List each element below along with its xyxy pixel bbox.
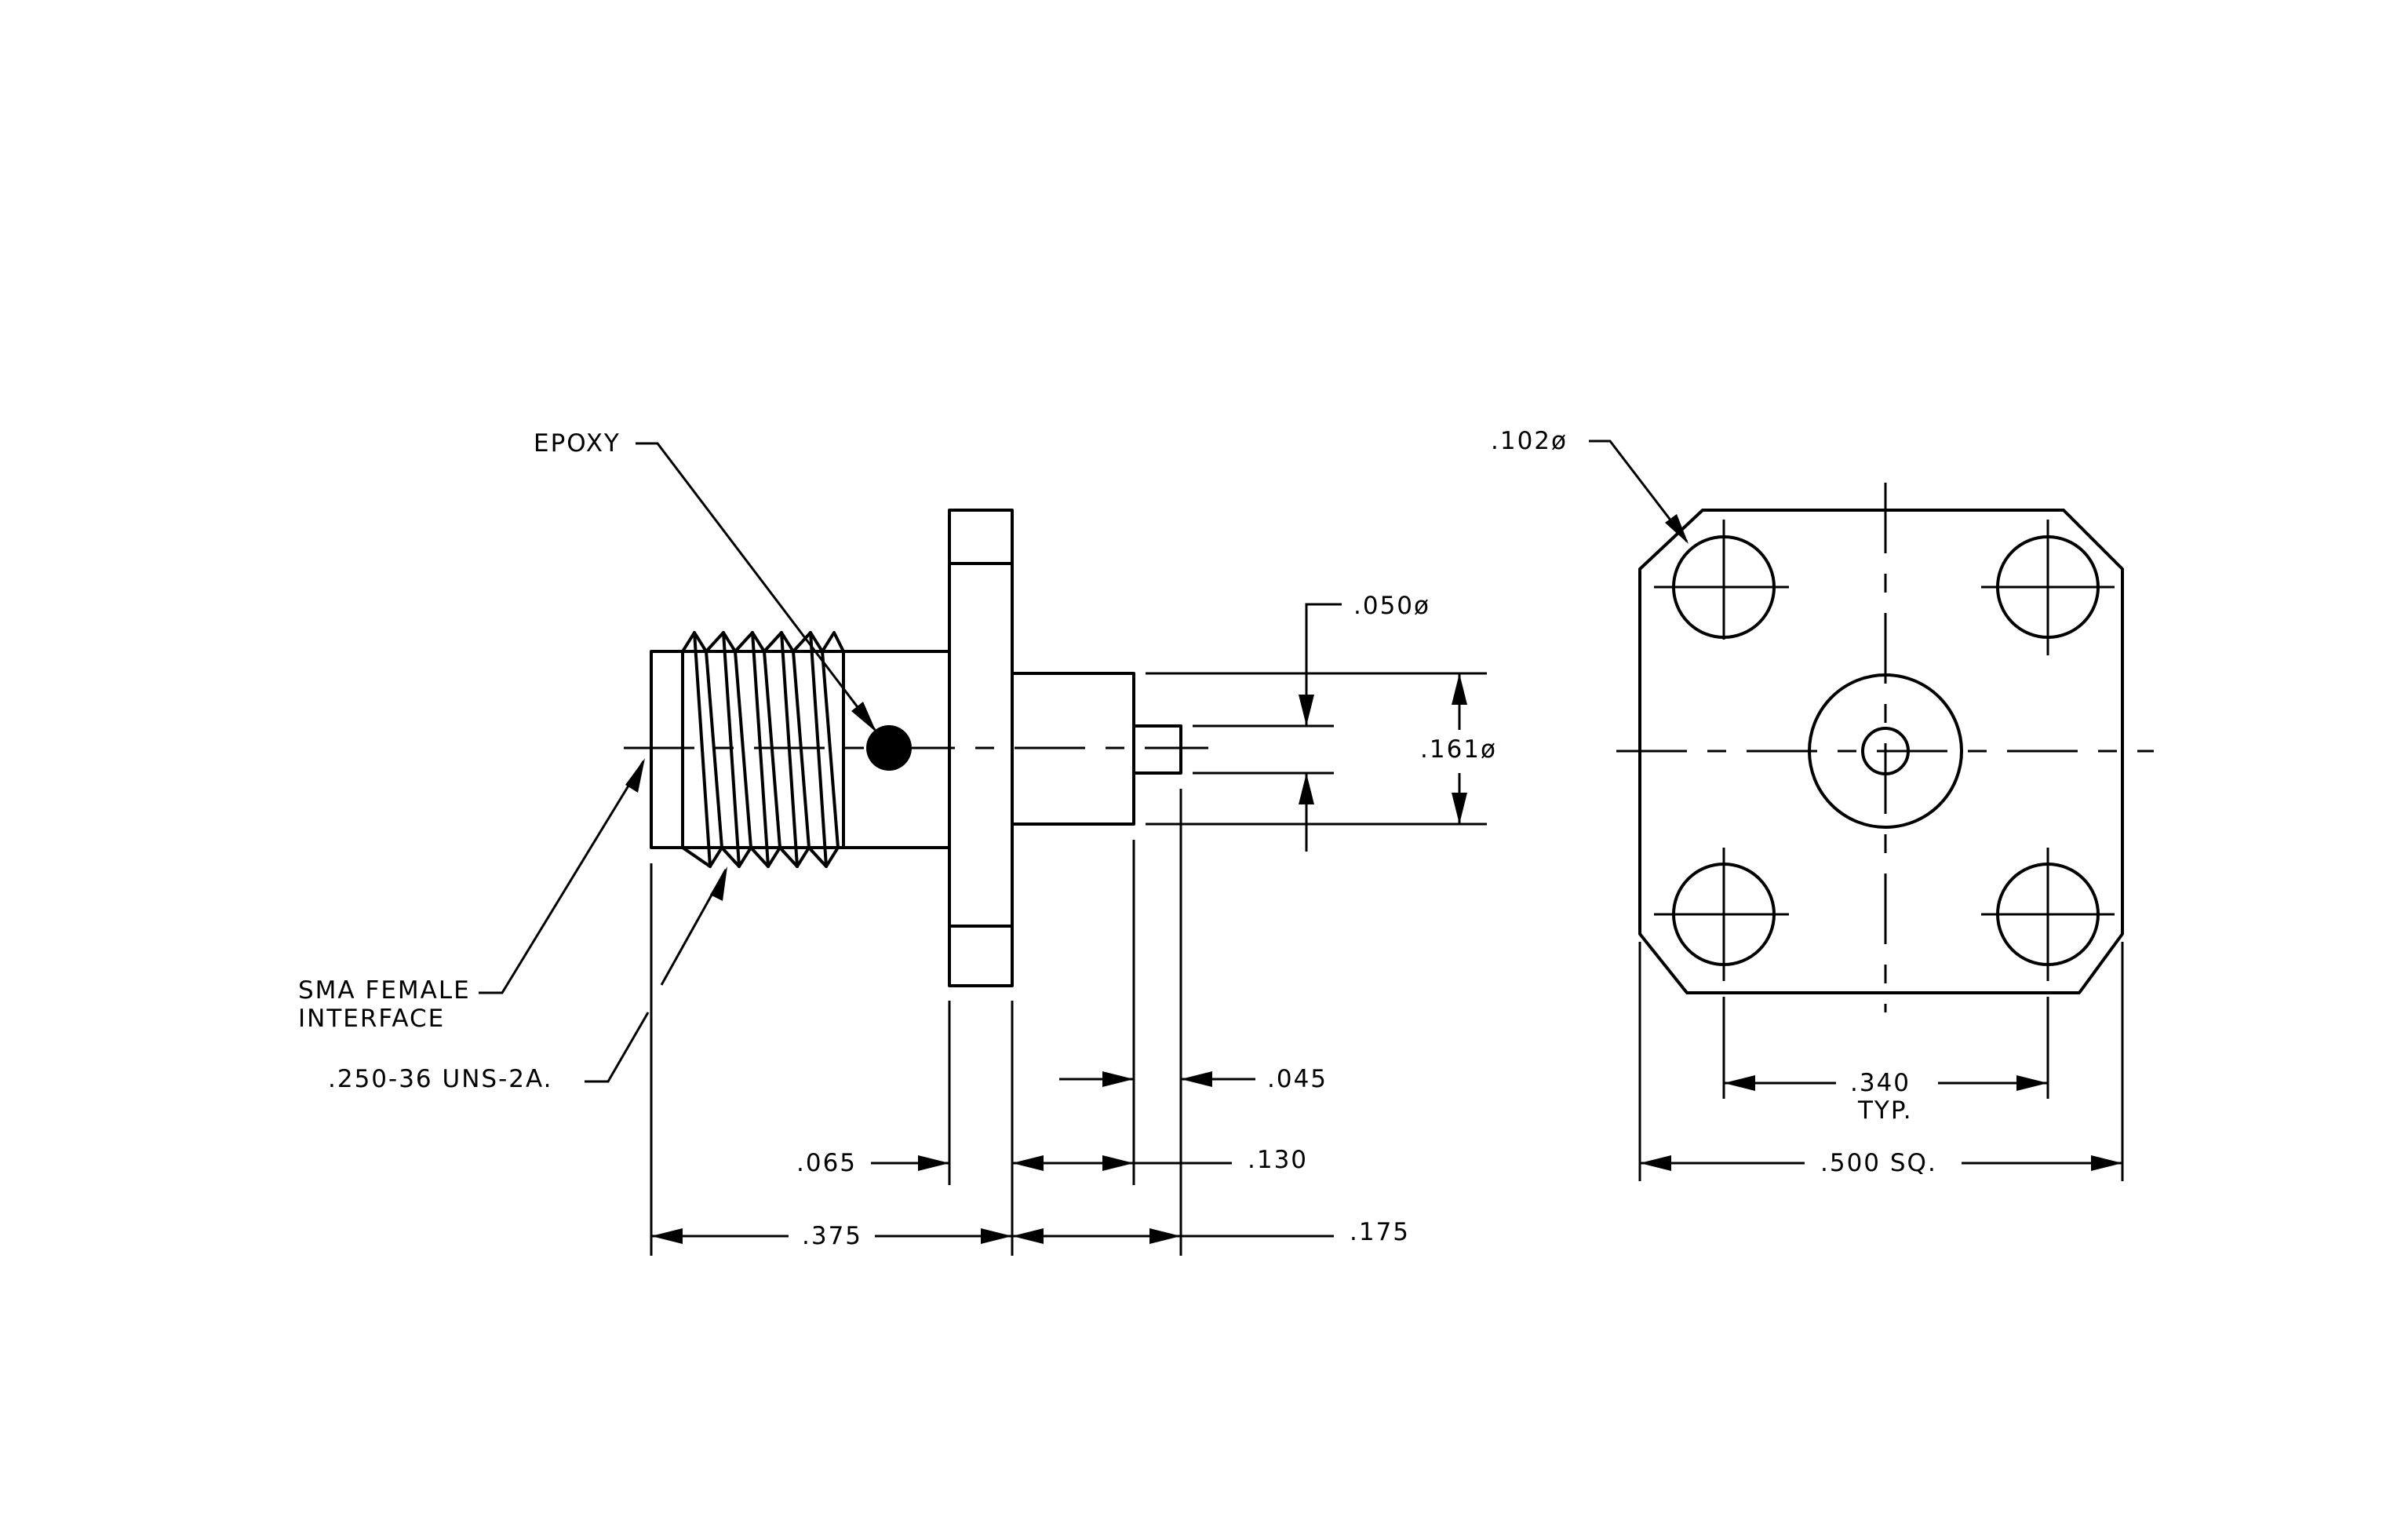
dielectric-circle bbox=[1808, 673, 1963, 829]
front-lip bbox=[650, 650, 684, 849]
mounting-holes bbox=[1654, 520, 2115, 981]
label-dim-045: .045 bbox=[1267, 1065, 1328, 1093]
epoxy-dot bbox=[866, 725, 912, 771]
square-flange bbox=[1638, 509, 2124, 994]
label-dim-175: .175 bbox=[1350, 1218, 1410, 1246]
label-thread: .250-36 UNS-2A. bbox=[328, 1065, 553, 1093]
label-pin-dia: .050ø bbox=[1353, 592, 1430, 620]
hole-dia-leader bbox=[1589, 440, 1689, 542]
center-pin bbox=[1132, 724, 1182, 775]
pin-circle bbox=[1861, 727, 1910, 775]
label-sma-line2: INTERFACE bbox=[298, 1005, 445, 1033]
thread-teeth-bottom bbox=[681, 846, 845, 868]
thread-helix-lines bbox=[693, 631, 840, 868]
label-dim-065: .065 bbox=[796, 1149, 857, 1177]
label-dim-130: .130 bbox=[1248, 1146, 1308, 1174]
label-sma-line1: SMA FEMALE bbox=[298, 976, 471, 1005]
side-view bbox=[624, 509, 1208, 987]
label-dim-340: .340 bbox=[1850, 1069, 1911, 1097]
label-epoxy: EPOXY bbox=[534, 429, 621, 458]
labels: EPOXY SMA FEMALE INTERFACE .250-36 UNS-2… bbox=[298, 427, 1937, 1250]
label-dim-340-note: TYP. bbox=[1857, 1096, 1913, 1125]
thread-leader-lower bbox=[585, 1012, 650, 1083]
epoxy-leader bbox=[636, 442, 876, 731]
side-dimensions bbox=[479, 442, 1487, 1256]
front-view bbox=[1589, 440, 2154, 1181]
label-dim-375: .375 bbox=[802, 1222, 862, 1250]
label-hole-dia: .102ø bbox=[1491, 427, 1568, 455]
label-body-dia: .161ø bbox=[1420, 735, 1497, 764]
thread-teeth-top bbox=[681, 631, 845, 653]
label-dim-500: .500 SQ. bbox=[1820, 1149, 1937, 1177]
sma-leader bbox=[479, 760, 645, 994]
